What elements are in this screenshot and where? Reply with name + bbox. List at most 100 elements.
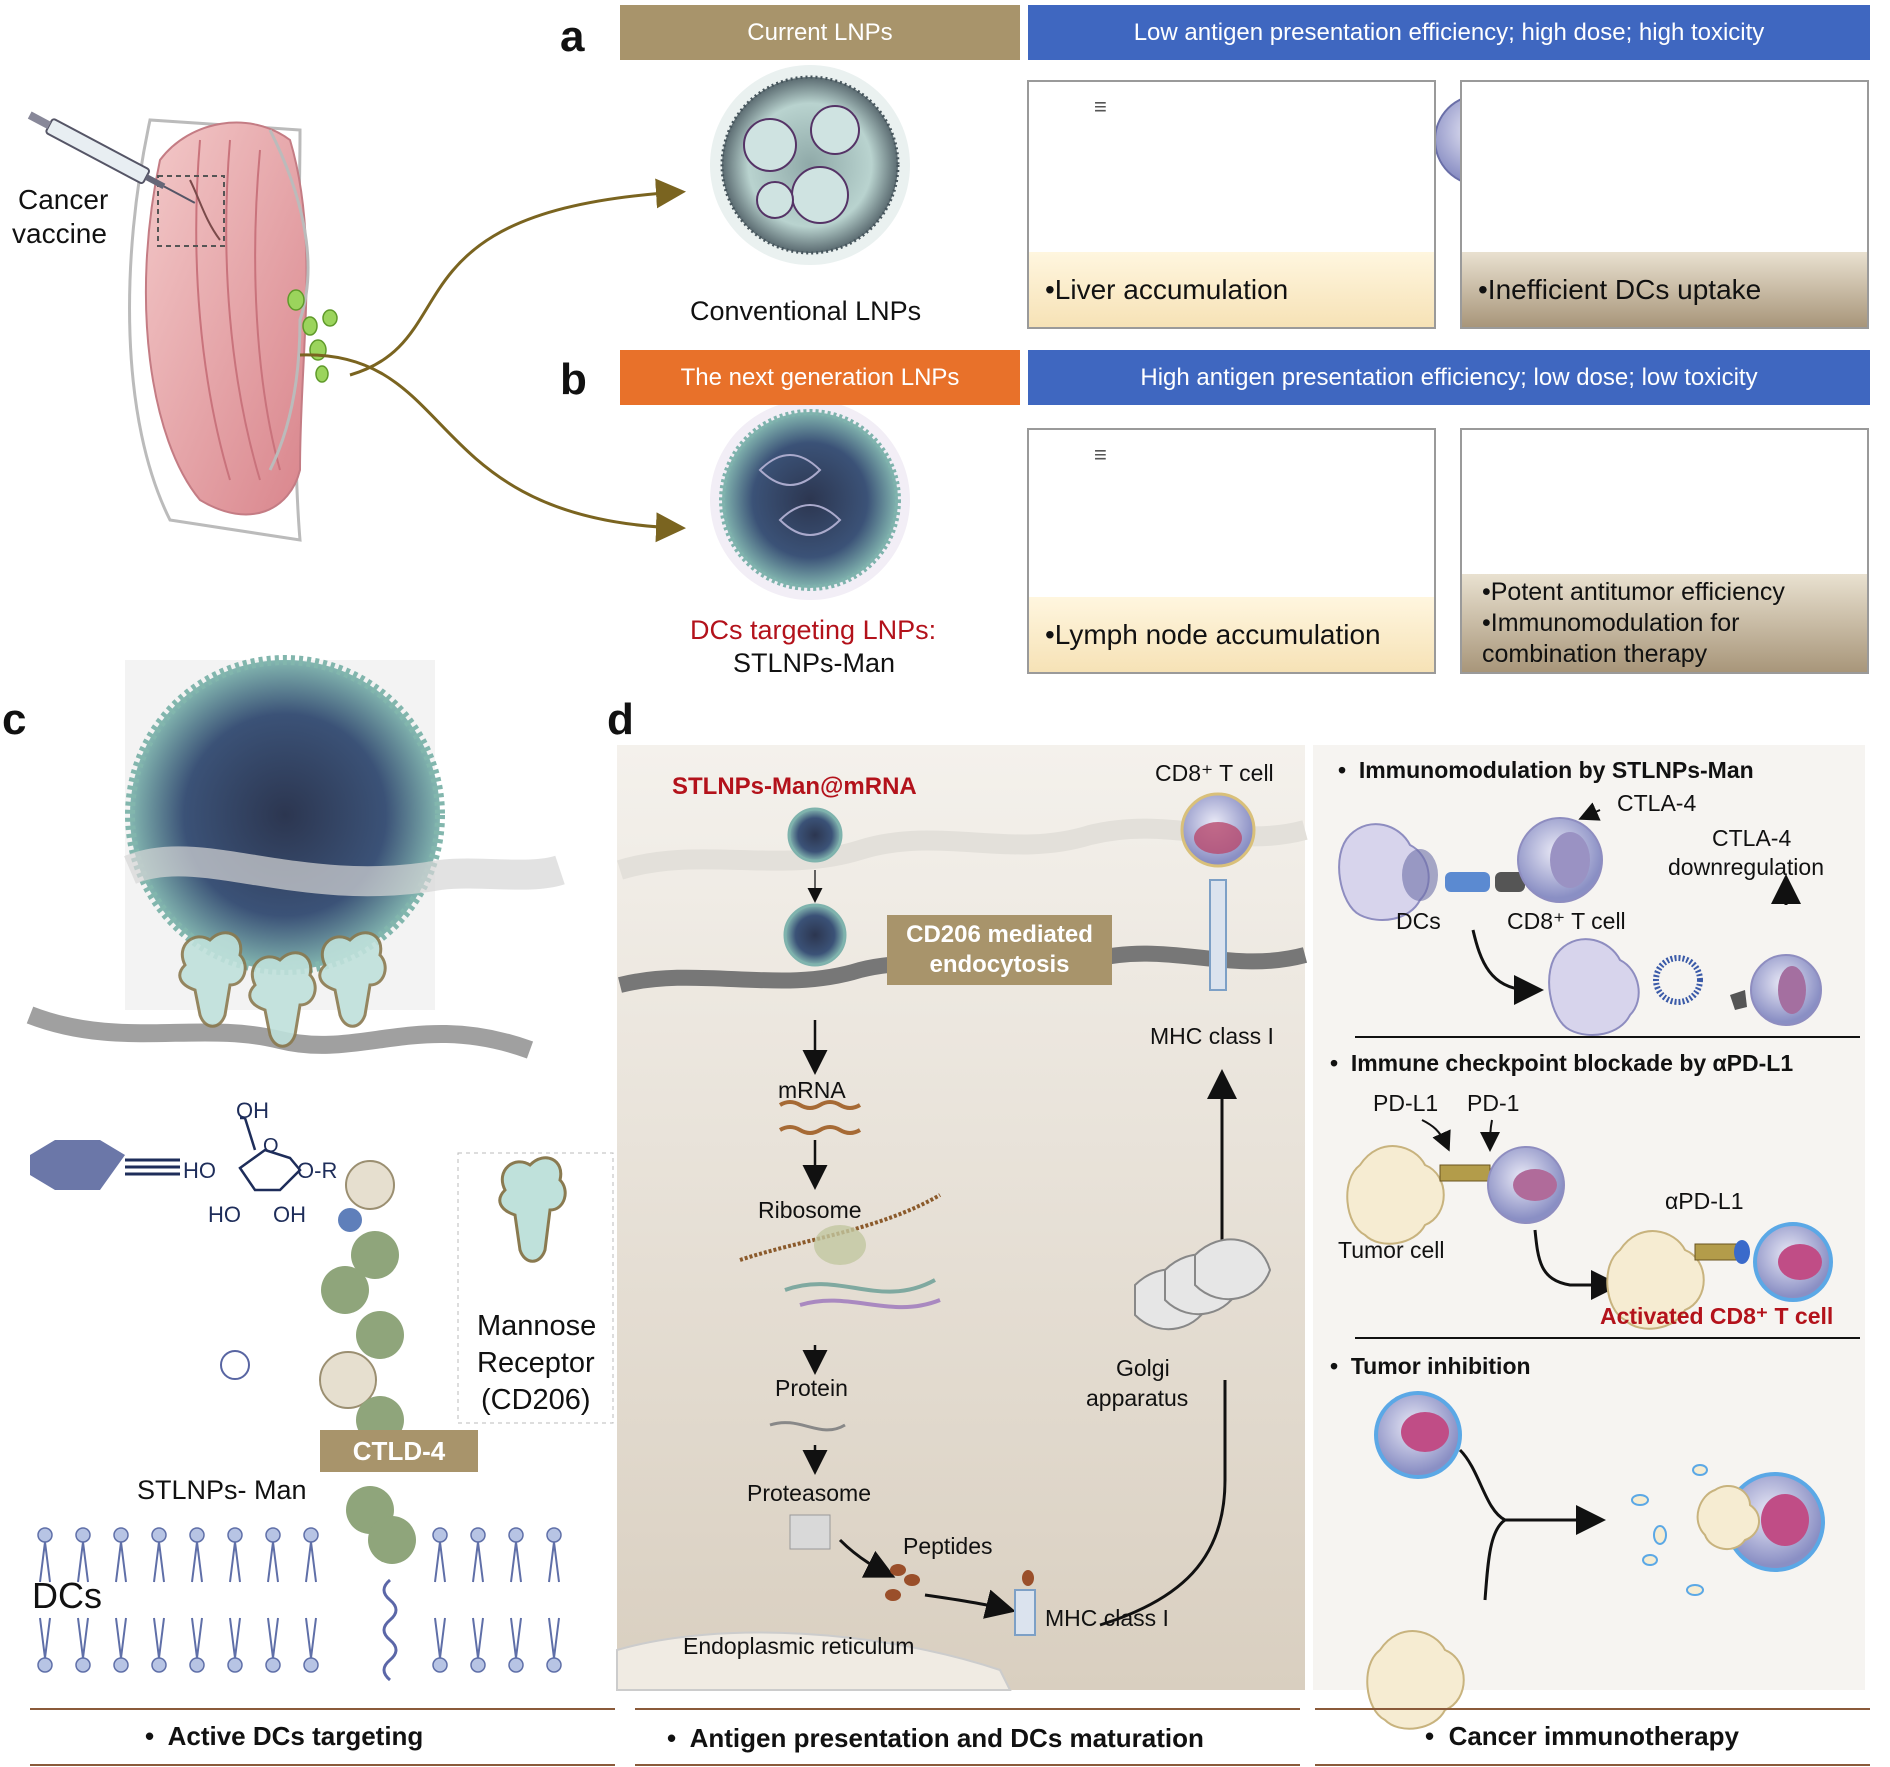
header-low-efficiency: Low antigen presentation efficiency; hig… (1028, 5, 1870, 60)
inefficient-uptake-caption: •Inefficient DCs uptake (1462, 252, 1867, 327)
tumor-inhibition-bullet: • Tumor inhibition (1330, 1353, 1531, 1380)
panel-d-illustration (616, 792, 1308, 1691)
immunomodulation-heading: Immunomodulation by STLNPs-Man (1358, 757, 1754, 783)
mannose-receptor-chain (319, 1160, 416, 1682)
chem-o-ring: O (263, 1135, 279, 1157)
activated-cd8-label: Activated CD8⁺ T cell (1600, 1303, 1834, 1329)
proteasome-label: Proteasome (747, 1480, 872, 1506)
chem-ho-left: HO (183, 1158, 216, 1183)
ctla4-downregulation-line1: CTLA-4 (1712, 825, 1792, 851)
protein-label: Protein (775, 1375, 848, 1401)
equiv-symbol-a: ≡ (1094, 94, 1107, 119)
antitumor-caption-line1: •Potent antitumor efficiency (1482, 577, 1785, 606)
footer-cancer-immunotherapy: • Cancer immunotherapy (1425, 1721, 1739, 1752)
ctla4-downregulation-line2: downregulation (1668, 854, 1825, 880)
arrow-to-conventional (349, 178, 686, 377)
footer-rule-d-top (635, 1708, 1300, 1710)
bullet-dot: • (1330, 1353, 1339, 1379)
footer-rule-d-bottom (635, 1764, 1300, 1766)
cd206-endocytosis-line2: endocytosis (929, 951, 1070, 978)
footer-rule-e-bottom (1315, 1764, 1870, 1766)
equiv-symbol-b: ≡ (1094, 442, 1107, 467)
checkpoint-bullet: • Immune checkpoint blockade by αPD-L1 (1330, 1050, 1793, 1077)
mrna-label: mRNA (778, 1077, 846, 1103)
footer-active-dcs-targeting: • Active DCs targeting (145, 1721, 423, 1752)
lymph-node-caption: •Lymph node accumulation (1029, 597, 1434, 672)
footer-rule-e-top (1315, 1708, 1870, 1710)
mhc-class-i-bottom-label: MHC class I (1045, 1605, 1169, 1631)
dcs-label-e: DCs (1396, 908, 1441, 934)
apdl1-label: αPD-L1 (1665, 1188, 1744, 1214)
bullet-dot: • (1330, 1050, 1339, 1076)
header-high-efficiency: High antigen presentation efficiency; lo… (1028, 350, 1870, 405)
header-current-lnps: Current LNPs (620, 5, 1020, 60)
panel-letter-a: a (560, 12, 585, 61)
pdl1-label: PD-L1 (1373, 1090, 1439, 1116)
footer-antigen-presentation-text: Antigen presentation and DCs maturation (689, 1723, 1204, 1753)
stlnps-man-dendrimer-label: STLNPs- Man (137, 1475, 307, 1505)
cd206-endocytosis-line1: CD206 mediated (906, 921, 1093, 948)
efficient-uptake-caption: •Potent antitumor efficiency •Immunomodu… (1462, 574, 1867, 672)
footer-rule-c-top (30, 1708, 615, 1710)
antitumor-caption-line2: •Immunomodulation for (1482, 608, 1740, 637)
cd8-tcell-label-d: CD8⁺ T cell (1155, 760, 1274, 786)
stlnps-man-dendrimer (220, 1350, 250, 1380)
checkpoint-heading: Immune checkpoint blockade by αPD-L1 (1350, 1050, 1794, 1076)
chem-oh-bottom: OH (273, 1202, 306, 1227)
next-gen-lnp-particle (710, 400, 910, 600)
mhc-class-i-top-label: MHC class I (1150, 1023, 1274, 1049)
lymph-node-box: •Lymph node accumulation (1027, 428, 1436, 674)
cancer-vaccine-label-line1: Cancer (18, 184, 109, 215)
bullet-dot: • (145, 1721, 155, 1751)
efficient-uptake-box: •Potent antitumor efficiency •Immunomodu… (1460, 428, 1869, 674)
panel-letter-b: b (560, 355, 587, 404)
stlnps-man-label: STLNPs-Man (733, 648, 896, 678)
golgi-label-line2: apparatus (1086, 1385, 1189, 1411)
antitumor-caption-line3: combination therapy (1482, 639, 1708, 668)
dc-membrane-bilayer (37, 1527, 562, 1673)
inefficient-uptake-box: •Inefficient DCs uptake (1460, 80, 1869, 329)
chem-o-r: O-R (297, 1158, 338, 1183)
chem-oh-top: OH (236, 1098, 269, 1123)
panel-letter-c: c (2, 695, 27, 744)
panel-letter-d: d (607, 695, 634, 744)
endoplasmic-reticulum-label: Endoplasmic reticulum (683, 1633, 915, 1659)
panel-d-background (617, 745, 1305, 1690)
bullet-dot: • (1338, 757, 1347, 783)
pd1-label: PD-1 (1467, 1090, 1520, 1116)
footer-antigen-presentation: • Antigen presentation and DCs maturatio… (667, 1723, 1204, 1754)
cd206-endocytosis-label: CD206 mediated endocytosis (887, 915, 1112, 985)
mannose-receptor-label-line2: Receptor (477, 1347, 595, 1379)
dcs-membrane-label: DCs (32, 1575, 102, 1616)
arm-muscle-illustration (27, 111, 338, 542)
peptides-label: Peptides (903, 1533, 993, 1559)
header-next-gen-lnps: The next generation LNPs (620, 350, 1020, 405)
liver-accumulation-caption: •Liver accumulation (1029, 252, 1434, 327)
footer-cancer-immunotherapy-text: Cancer immunotherapy (1448, 1721, 1739, 1751)
mannose-receptor-label-line3: (CD206) (481, 1384, 591, 1416)
tumor-cell-label: Tumor cell (1338, 1237, 1445, 1263)
golgi-label-line1: Golgi (1116, 1355, 1170, 1381)
panel-c-illustration (26, 655, 614, 1682)
immunomodulation-bullet: • Immunomodulation by STLNPs-Man (1338, 757, 1754, 784)
ribosome-label: Ribosome (758, 1197, 862, 1223)
bullet-dot: • (667, 1723, 677, 1753)
ctld4-label: CTLD-4 (320, 1430, 478, 1472)
chem-ho-bottom: HO (208, 1202, 241, 1227)
ctla4-label: CTLA-4 (1617, 790, 1697, 816)
bullet-dot: • (1425, 1721, 1435, 1751)
liver-accumulation-box: •Liver accumulation (1027, 80, 1436, 329)
tumor-inhibition-heading: Tumor inhibition (1350, 1353, 1531, 1379)
footer-active-dcs-targeting-text: Active DCs targeting (167, 1721, 424, 1751)
footer-rule-c-bottom (30, 1764, 615, 1766)
dcs-targeting-lnps-label: DCs targeting LNPs: (690, 615, 937, 645)
conventional-lnp-particle (710, 65, 910, 265)
cancer-vaccine-label-line2: vaccine (12, 218, 107, 249)
cd8-tcell-label-e: CD8⁺ T cell (1507, 908, 1626, 934)
panel-e-illustration (1338, 802, 1860, 1730)
conventional-lnps-label: Conventional LNPs (690, 296, 922, 326)
mannose-receptor-label-line1: Mannose (477, 1310, 597, 1342)
stlnps-man-mrna-label: STLNPs-Man@mRNA (672, 773, 917, 800)
arrow-to-next-gen (299, 353, 686, 543)
